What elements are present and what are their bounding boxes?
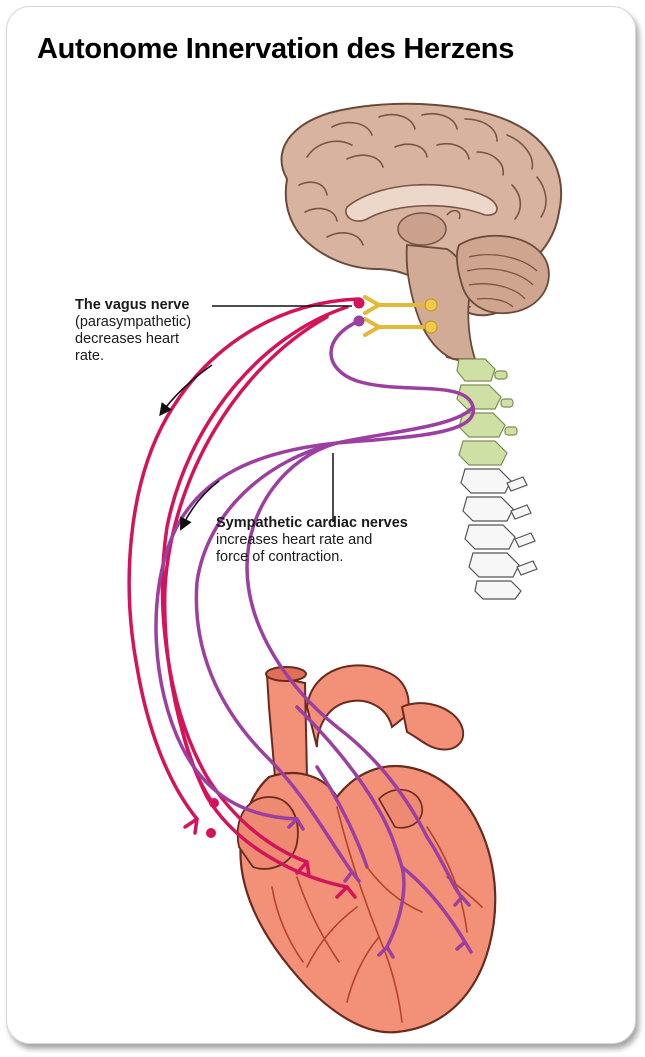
vagus-direction-arrow xyxy=(159,364,213,417)
sympathetic-origin-dot xyxy=(353,315,365,327)
sympathetic-direction-arrow xyxy=(180,480,220,531)
vagus-nerve-name: The vagus nerve xyxy=(75,297,190,313)
direction-arrows xyxy=(159,364,220,531)
diagram-card: Autonome Innervation des Herzens xyxy=(6,6,636,1044)
sympathetic-nerves-line-2: force of contraction. xyxy=(216,549,344,565)
vagus-branch-dot-1 xyxy=(209,798,219,808)
sympathetic-nerves xyxy=(154,319,475,959)
brain xyxy=(280,102,563,364)
vagus-nerve-line-1: (parasympathetic) xyxy=(75,314,192,330)
vagus-nerve-label: The vagus nerve (parasympathetic) decrea… xyxy=(75,297,191,365)
vagus-nerve-line-3: rate. xyxy=(75,348,105,364)
sympathetic-nerves-name: Sympathetic cardiac nerves xyxy=(216,515,408,531)
sympathetic-nerves-label: Sympathetic cardiac nerves increases hea… xyxy=(216,515,408,566)
ganglia xyxy=(363,295,431,337)
ganglion-lower xyxy=(424,320,438,334)
ganglion-upper xyxy=(424,298,438,312)
vagus-origin-dot xyxy=(353,297,365,309)
page-title: Autonome Innervation des Herzens xyxy=(37,33,515,65)
vagus-branch-dot-2 xyxy=(206,828,216,838)
vagus-nerve-line-2: decreases heart xyxy=(75,331,179,347)
vagus-nerve xyxy=(127,297,361,899)
spinal-column xyxy=(456,358,538,600)
autonomic-heart-diagram xyxy=(127,102,563,1034)
sympathetic-nerves-line-1: increases heart rate and xyxy=(216,532,373,548)
leader-lines xyxy=(212,305,352,522)
